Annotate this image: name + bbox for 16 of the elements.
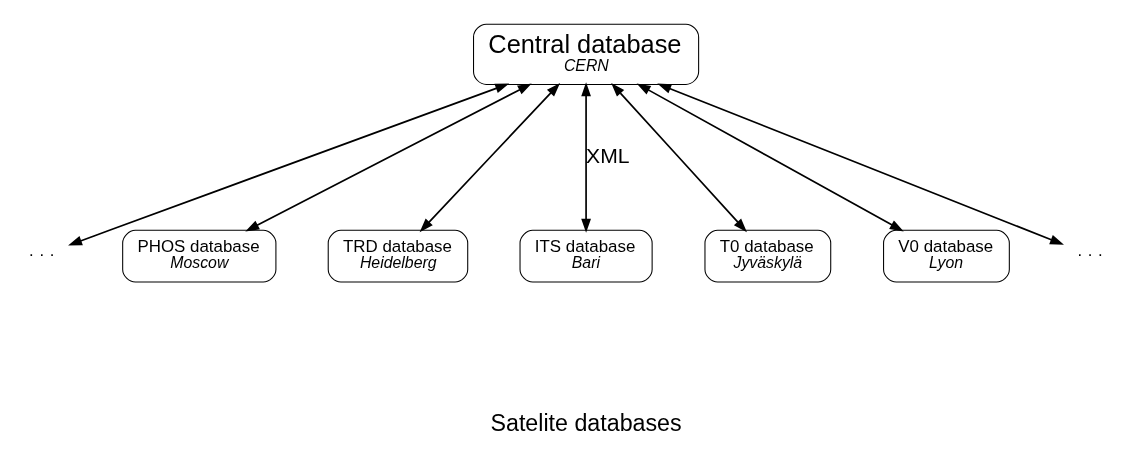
label: Satelite databases bbox=[490, 409, 682, 436]
node-box: ITS database Bari bbox=[519, 229, 653, 283]
node-box: T0 database Jyväskylä bbox=[704, 229, 832, 283]
arrow bbox=[611, 83, 747, 233]
node-box: TRD database Heidelberg bbox=[327, 229, 469, 283]
node-text: · · · bbox=[28, 245, 55, 265]
arrow bbox=[245, 83, 532, 232]
arrow bbox=[657, 83, 1064, 245]
node-box: Central database CERN bbox=[473, 23, 700, 85]
arrow bbox=[636, 83, 904, 232]
arrow bbox=[68, 83, 510, 246]
arrow bbox=[419, 83, 561, 233]
arrow bbox=[581, 82, 591, 233]
node-box: PHOS database Moscow bbox=[122, 229, 277, 283]
node-text: · · · bbox=[1076, 245, 1104, 265]
node-box: V0 database Lyon bbox=[883, 229, 1010, 283]
